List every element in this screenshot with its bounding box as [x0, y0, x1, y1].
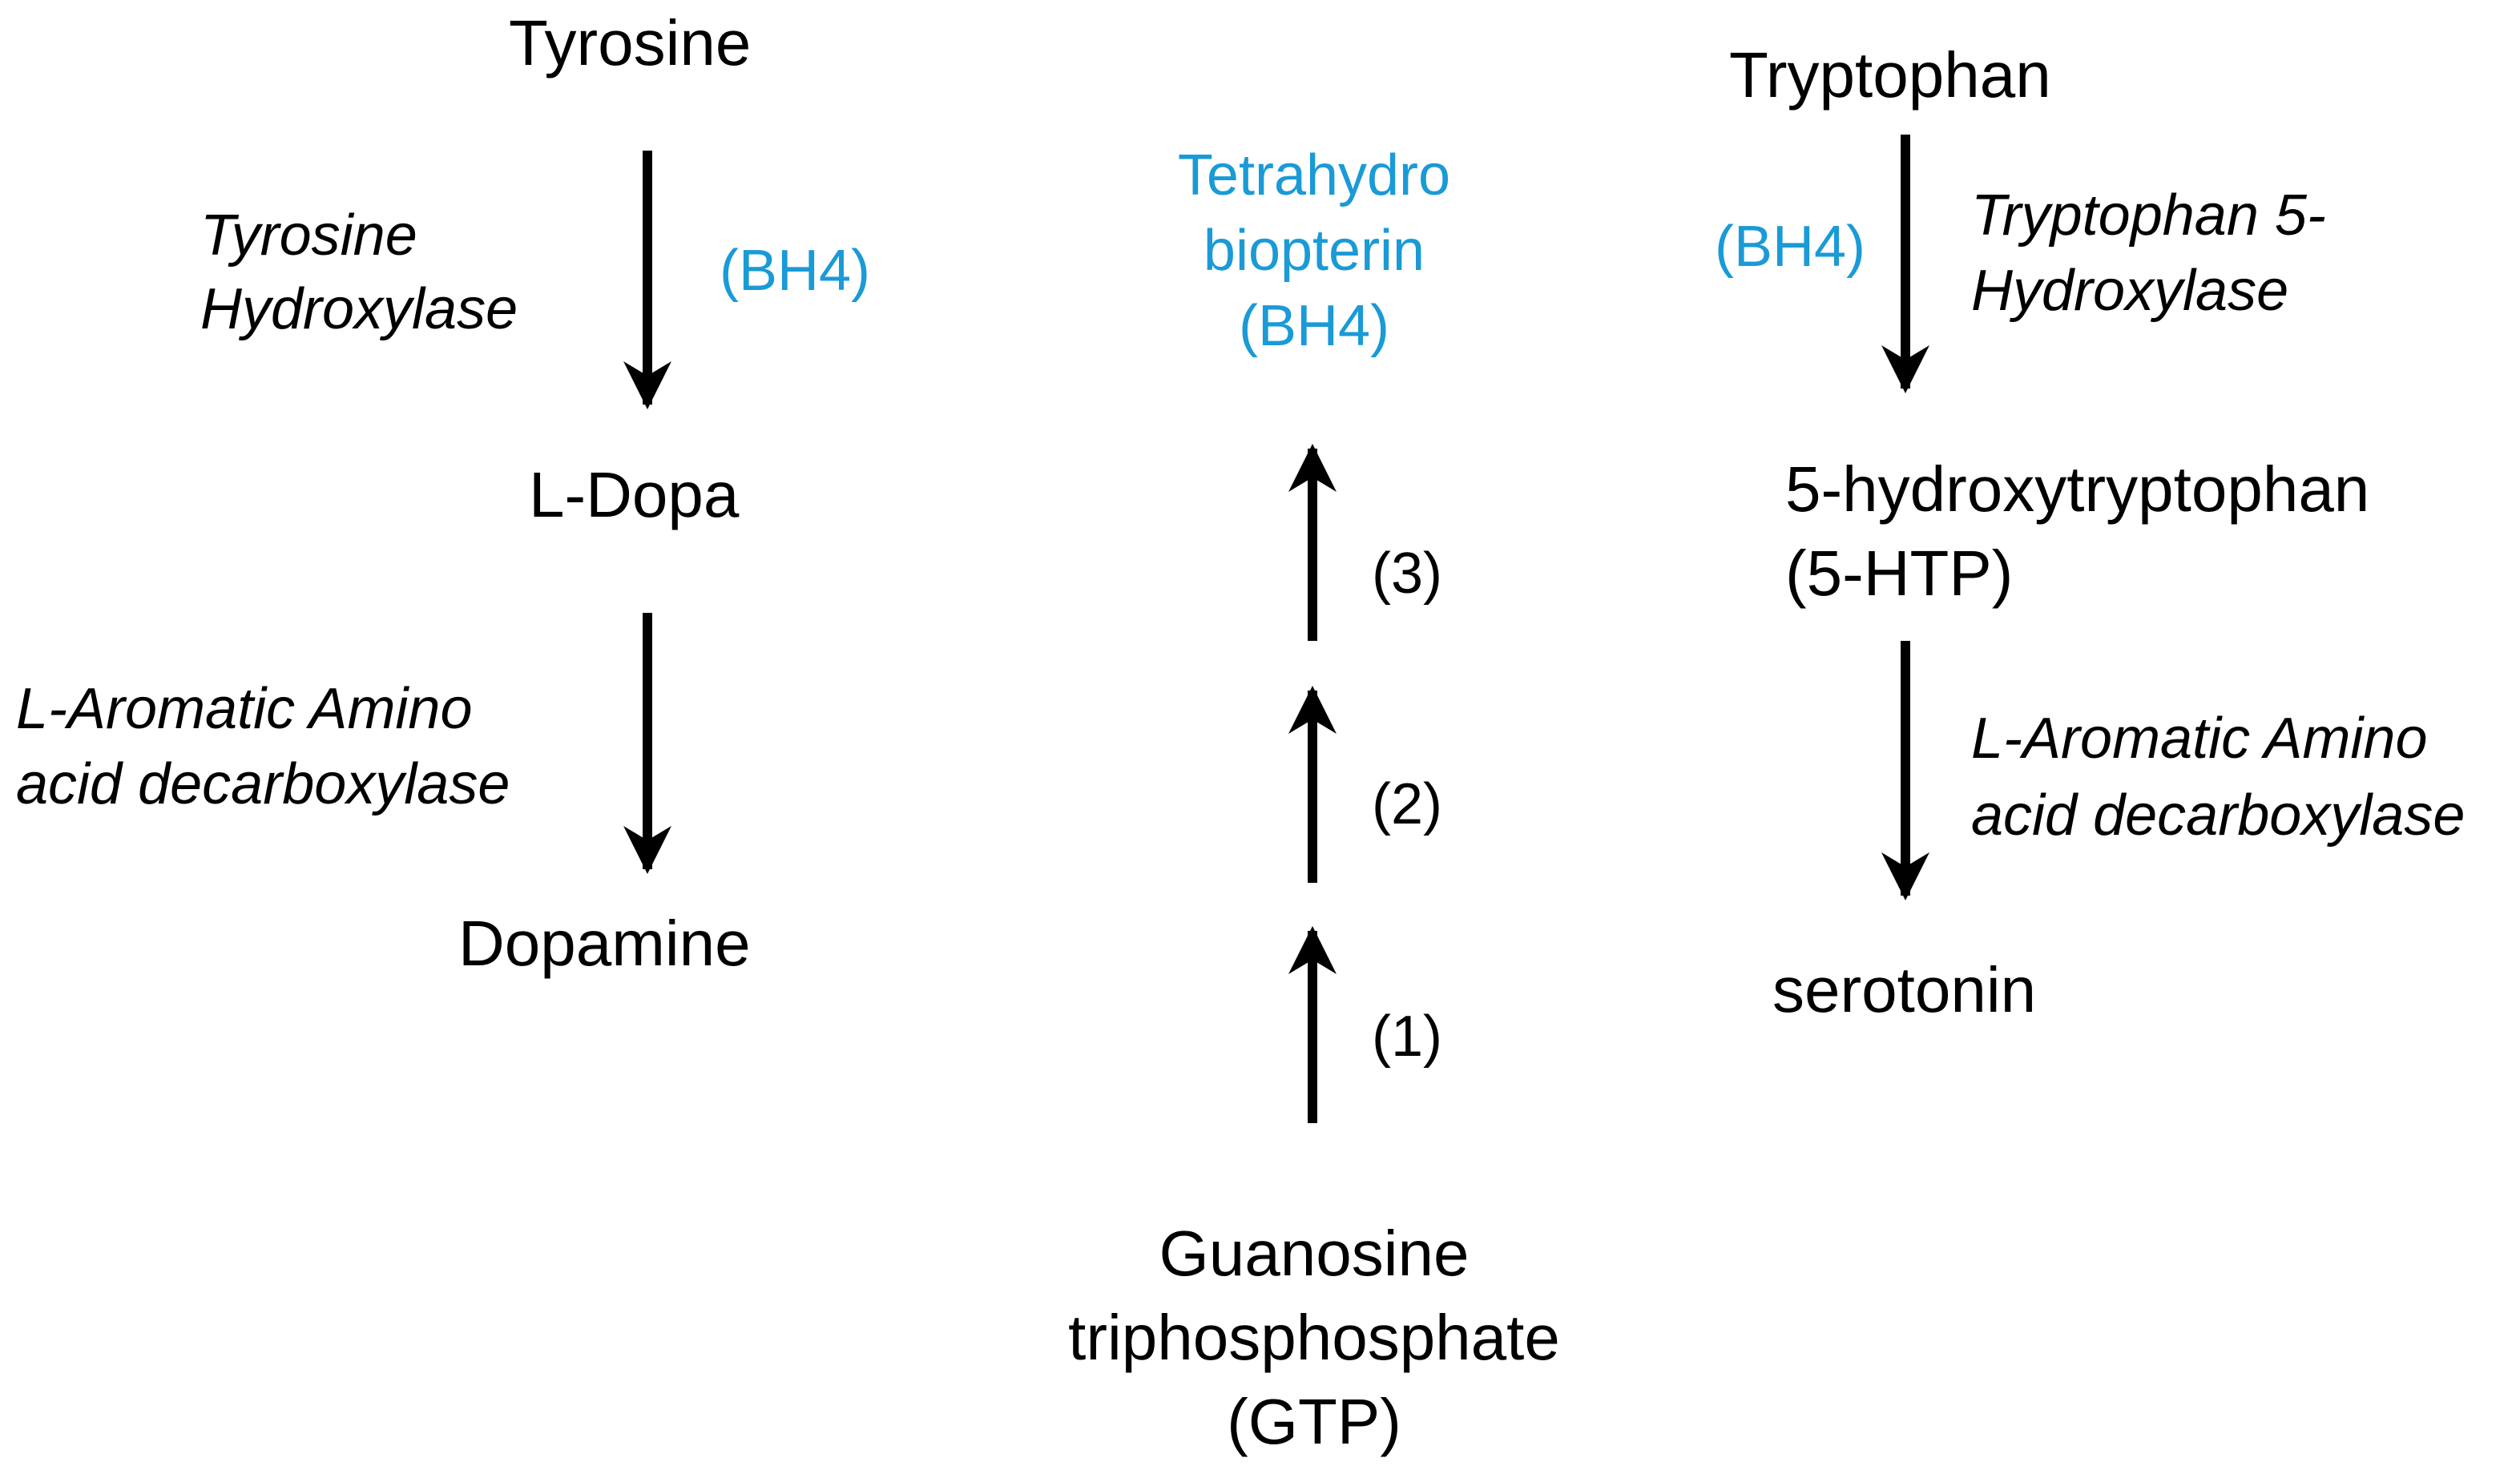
product-line-1: Tetrahydro [1177, 143, 1451, 207]
source-gtp: Guanosine triphosphosphate (GTP) [986, 1211, 1643, 1464]
step-label-3: (3) [1372, 542, 1442, 606]
compound-tryptophan: Tryptophan [1729, 39, 2051, 111]
product-tetrahydrobiopterin: Tetrahydro biopterin (BH4) [1098, 138, 1530, 364]
compound-5-htp-line-2: (5-HTP) [1785, 538, 2014, 609]
enzyme-tyrosine-hydroxylase-line-2: Hydroxylase [200, 277, 518, 341]
compound-tyrosine: Tyrosine [509, 7, 752, 79]
compound-5-htp-line-1: 5-hydroxytryptophan [1785, 453, 2370, 525]
source-line-2: triphosphosphate [1068, 1302, 1560, 1373]
enzyme-aadc-right: L-Aromatic Amino acid decarboxylase [1971, 700, 2465, 854]
enzyme-tryptophan-hydroxylase: Tryptophan 5- Hydroxylase [1971, 178, 2326, 328]
cofactor-bh4-left: (BH4) [720, 239, 871, 303]
enzyme-aadc-left-line-1: L-Aromatic Amino [16, 677, 473, 741]
source-line-1: Guanosine [1159, 1218, 1470, 1289]
enzyme-aadc-right-line-1: L-Aromatic Amino [1971, 707, 2428, 771]
enzyme-aadc-left-line-2: acid decarboxylase [16, 752, 510, 816]
enzyme-tryptophan-hydroxylase-line-1: Tryptophan 5- [1971, 183, 2326, 248]
source-line-3: (GTP) [1227, 1386, 1401, 1457]
compound-5-htp: 5-hydroxytryptophan (5-HTP) [1785, 447, 2369, 615]
enzyme-tyrosine-hydroxylase: Tyrosine Hydroxylase [200, 199, 518, 346]
step-label-1: (1) [1372, 1005, 1442, 1069]
enzyme-tryptophan-hydroxylase-line-2: Hydroxylase [1971, 259, 2289, 323]
enzyme-aadc-right-line-2: acid decarboxylase [1971, 783, 2466, 848]
compound-serotonin: serotonin [1772, 954, 2037, 1025]
step-label-2: (2) [1372, 772, 1442, 836]
product-line-2: biopterin [1203, 219, 1425, 283]
cofactor-bh4-right: (BH4) [1715, 215, 1866, 279]
compound-dopamine: Dopamine [458, 908, 751, 979]
compound-l-dopa: L-Dopa [529, 459, 740, 530]
enzyme-aadc-left: L-Aromatic Amino acid decarboxylase [16, 671, 510, 822]
enzyme-tyrosine-hydroxylase-line-1: Tyrosine [200, 203, 417, 268]
product-line-3: (BH4) [1238, 294, 1389, 358]
